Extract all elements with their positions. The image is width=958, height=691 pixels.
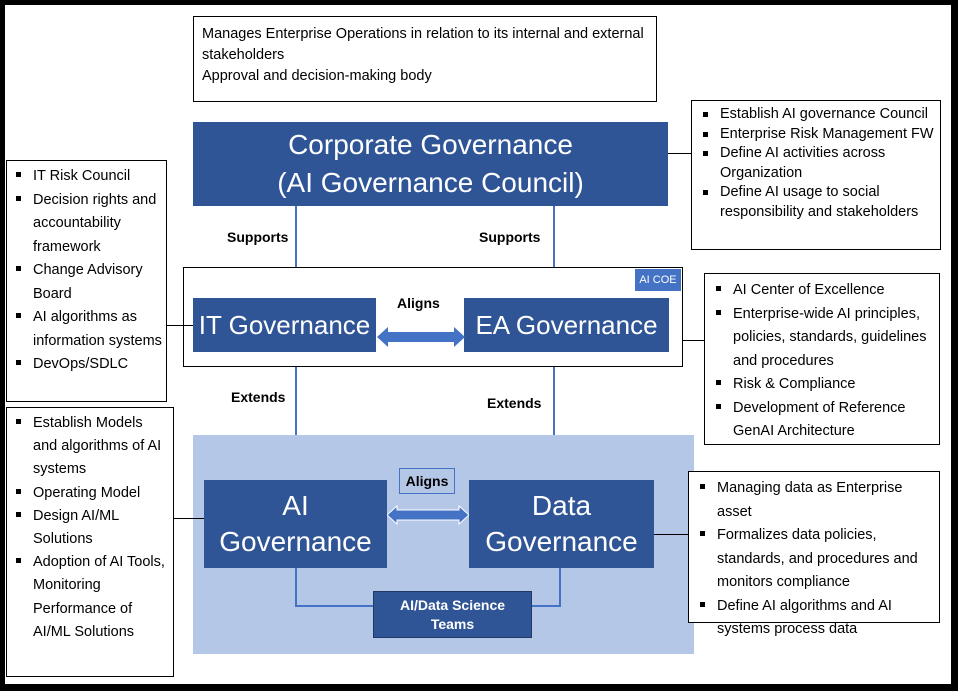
- top-note: Manages Enterprise Operations in relatio…: [193, 16, 657, 102]
- teams-box: AI/Data Science Teams: [373, 591, 532, 638]
- corporate-note-item: Define AI activities across Organization: [698, 144, 934, 183]
- it-governance-box: IT Governance: [193, 298, 376, 352]
- aligns-label-bottom: Aligns: [405, 473, 449, 489]
- ai-note-connector: [174, 518, 204, 519]
- top-note-line-1: Manages Enterprise Operations in relatio…: [202, 26, 644, 42]
- supports-connector-right: [553, 206, 555, 267]
- teams-connector-right-horizontal: [532, 605, 561, 607]
- it-note: IT Risk Council Decision rights and acco…: [6, 160, 167, 402]
- extends-label-right: Extends: [487, 395, 542, 411]
- ea-note-item: Development of Reference GenAI Architect…: [711, 397, 933, 444]
- ea-governance-title: EA Governance: [475, 309, 658, 340]
- supports-label-left: Supports: [227, 229, 289, 245]
- top-note-line-2: stakeholders: [202, 47, 285, 63]
- aligns-arrow-bottom: [387, 505, 469, 525]
- ai-governance-box: AI Governance: [204, 480, 387, 568]
- data-note-item: Managing data as Enterprise asset: [695, 477, 933, 524]
- ai-note-item: Establish Models and algorithms of AI sy…: [11, 412, 169, 482]
- ea-note-item: Risk & Compliance: [711, 373, 933, 397]
- data-governance-title-line-1: Data: [531, 490, 592, 521]
- teams-connector-left-horizontal: [295, 605, 373, 607]
- it-note-item: Decision rights and accountability frame…: [11, 189, 162, 260]
- aligns-label-top: Aligns: [397, 295, 440, 311]
- diagram-canvas: Manages Enterprise Operations in relatio…: [5, 5, 951, 684]
- corporate-governance-subtitle: (AI Governance Council): [277, 167, 584, 198]
- ai-note-item: Adoption of AI Tools, Monitoring Perform…: [11, 551, 169, 644]
- ai-note-item: Operating Model: [11, 482, 169, 505]
- it-note-item: Change Advisory Board: [11, 259, 162, 306]
- ea-governance-box: EA Governance: [464, 298, 669, 352]
- teams-line-1: AI/Data Science: [399, 596, 506, 613]
- data-note: Managing data as Enterprise asset Formal…: [688, 471, 940, 637]
- ai-note: Establish Models and algorithms of AI sy…: [6, 407, 174, 677]
- teams-connector-left-vertical: [295, 568, 297, 606]
- ai-governance-title-line-2: Governance: [219, 526, 372, 557]
- corporate-note-item: Define AI usage to social responsibility…: [698, 183, 934, 222]
- ea-note-connector: [683, 340, 704, 341]
- data-note-item: Formalizes data policies, standards, and…: [695, 524, 933, 595]
- aligns-label-bottom-box: Aligns: [399, 468, 455, 494]
- corporate-governance-title: Corporate Governance: [288, 129, 573, 160]
- data-governance-title-line-2: Governance: [485, 526, 638, 557]
- corporate-note: Establish AI governance Council Enterpri…: [691, 100, 941, 250]
- extends-connector-right: [553, 367, 555, 435]
- top-note-line-3: Approval and decision-making body: [202, 68, 432, 84]
- ea-note-item: AI Center of Excellence: [711, 279, 933, 303]
- data-note-connector: [654, 534, 688, 535]
- supports-connector-left: [295, 206, 297, 267]
- it-note-item: IT Risk Council: [11, 165, 162, 189]
- it-note-item: DevOps/SDLC: [11, 353, 162, 377]
- data-note-item: Define AI algorithms and AI systems proc…: [695, 595, 933, 642]
- ea-note: AI Center of Excellence Enterprise-wide …: [704, 273, 940, 445]
- ea-note-item: Enterprise-wide AI principles, policies,…: [711, 303, 933, 374]
- ai-governance-title-line-1: AI: [282, 490, 309, 521]
- extends-label-left: Extends: [231, 389, 286, 405]
- corporate-note-item: Enterprise Risk Management FW: [698, 125, 934, 145]
- ai-coe-tag-label: AI COE: [639, 274, 677, 286]
- teams-connector-right-vertical: [559, 568, 561, 606]
- data-governance-box: Data Governance: [469, 480, 654, 568]
- corporate-note-item: Establish AI governance Council: [698, 105, 934, 125]
- extends-connector-left: [295, 367, 297, 435]
- ai-note-item: Design AI/ML Solutions: [11, 505, 169, 551]
- corporate-governance-box: Corporate Governance (AI Governance Coun…: [193, 122, 668, 206]
- supports-label-right: Supports: [479, 229, 541, 245]
- it-governance-title: IT Governance: [198, 309, 371, 340]
- corporate-note-connector: [668, 153, 691, 154]
- it-note-connector: [167, 325, 193, 326]
- it-note-item: AI algorithms as information systems: [11, 306, 162, 353]
- teams-line-2: Teams: [430, 615, 475, 632]
- ai-coe-tag: AI COE: [635, 269, 681, 291]
- aligns-arrow-top: [377, 327, 465, 347]
